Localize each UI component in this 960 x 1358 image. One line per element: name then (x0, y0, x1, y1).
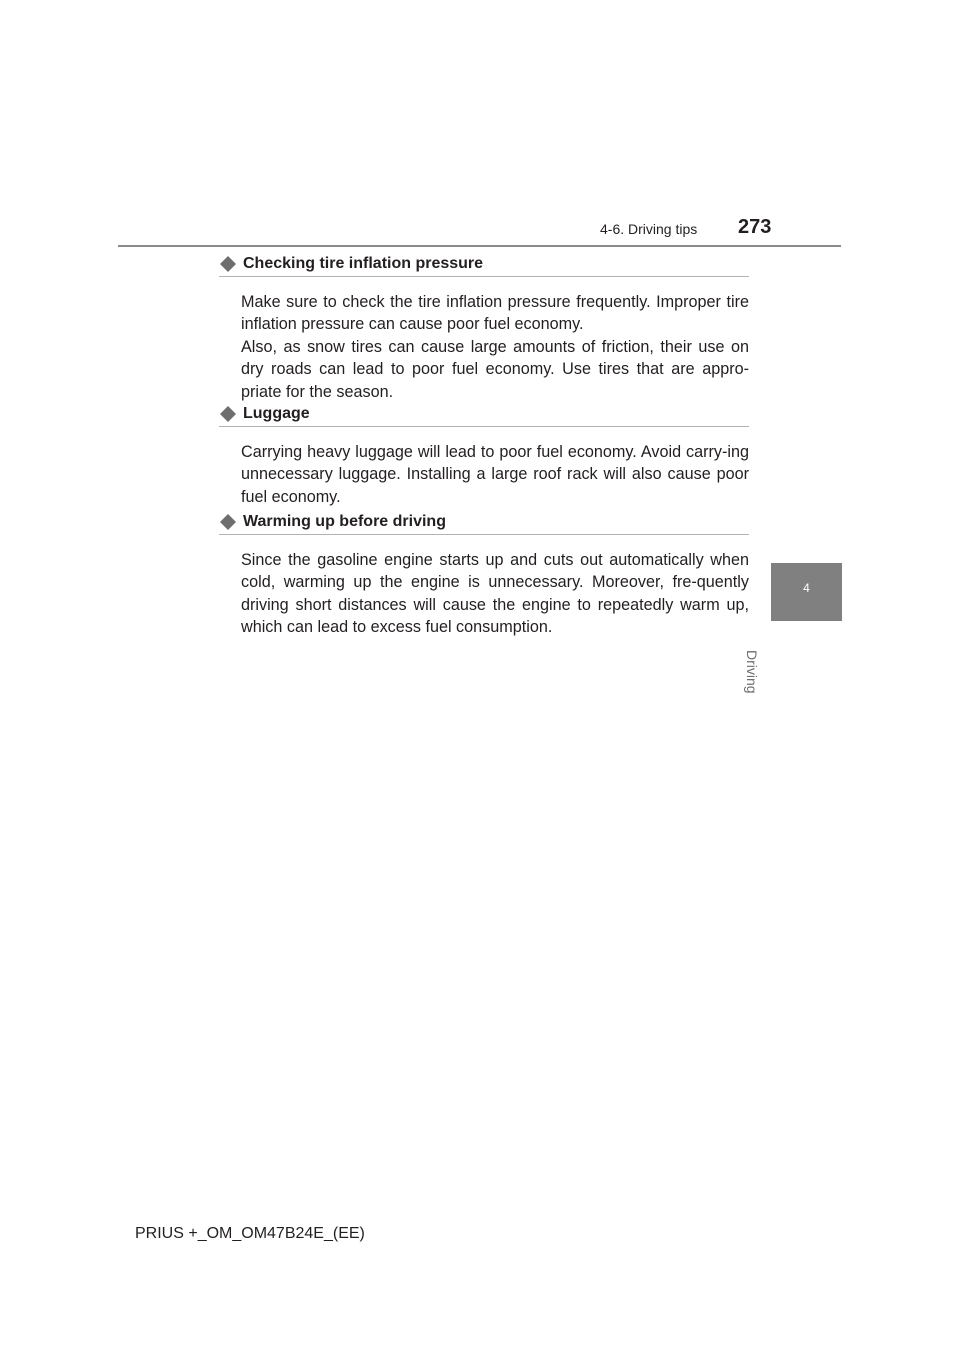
paragraph: Carrying heavy luggage will lead to poor… (241, 443, 749, 506)
document-code: PRIUS +_OM_OM47B24E_(EE) (135, 1225, 365, 1242)
section-title: Checking tire inflation pressure (243, 255, 484, 272)
section-body: Carrying heavy luggage will lead to poor… (241, 441, 749, 508)
chapter-number: 4 (803, 581, 810, 595)
paragraph: Also, as snow tires can cause large amou… (241, 337, 749, 401)
section-luggage: Luggage Carrying heavy luggage will lead… (219, 402, 749, 508)
header-divider (118, 245, 841, 247)
paragraph: Make sure to check the tire inflation pr… (241, 293, 749, 334)
section-title: Warming up before driving (243, 513, 446, 530)
chapter-label: Driving (744, 650, 760, 694)
section-warming-up: Warming up before driving Since the gaso… (219, 510, 749, 639)
section-heading: Checking tire inflation pressure (219, 252, 749, 277)
section-title: Luggage (243, 405, 310, 422)
paragraph: Since the gasoline engine starts up and … (241, 551, 749, 637)
section-tire-pressure: Checking tire inflation pressure Make su… (219, 252, 749, 403)
section-body: Since the gasoline engine starts up and … (241, 549, 749, 639)
page-number: 273 (738, 216, 772, 238)
section-heading: Warming up before driving (219, 510, 749, 535)
diamond-icon (219, 255, 237, 273)
diamond-icon (219, 405, 237, 423)
section-body: Make sure to check the tire inflation pr… (241, 291, 749, 403)
section-heading: Luggage (219, 402, 749, 427)
chapter-tab: 4 (771, 563, 842, 621)
header-section-title: 4-6. Driving tips (600, 221, 698, 237)
diamond-icon (219, 513, 237, 531)
